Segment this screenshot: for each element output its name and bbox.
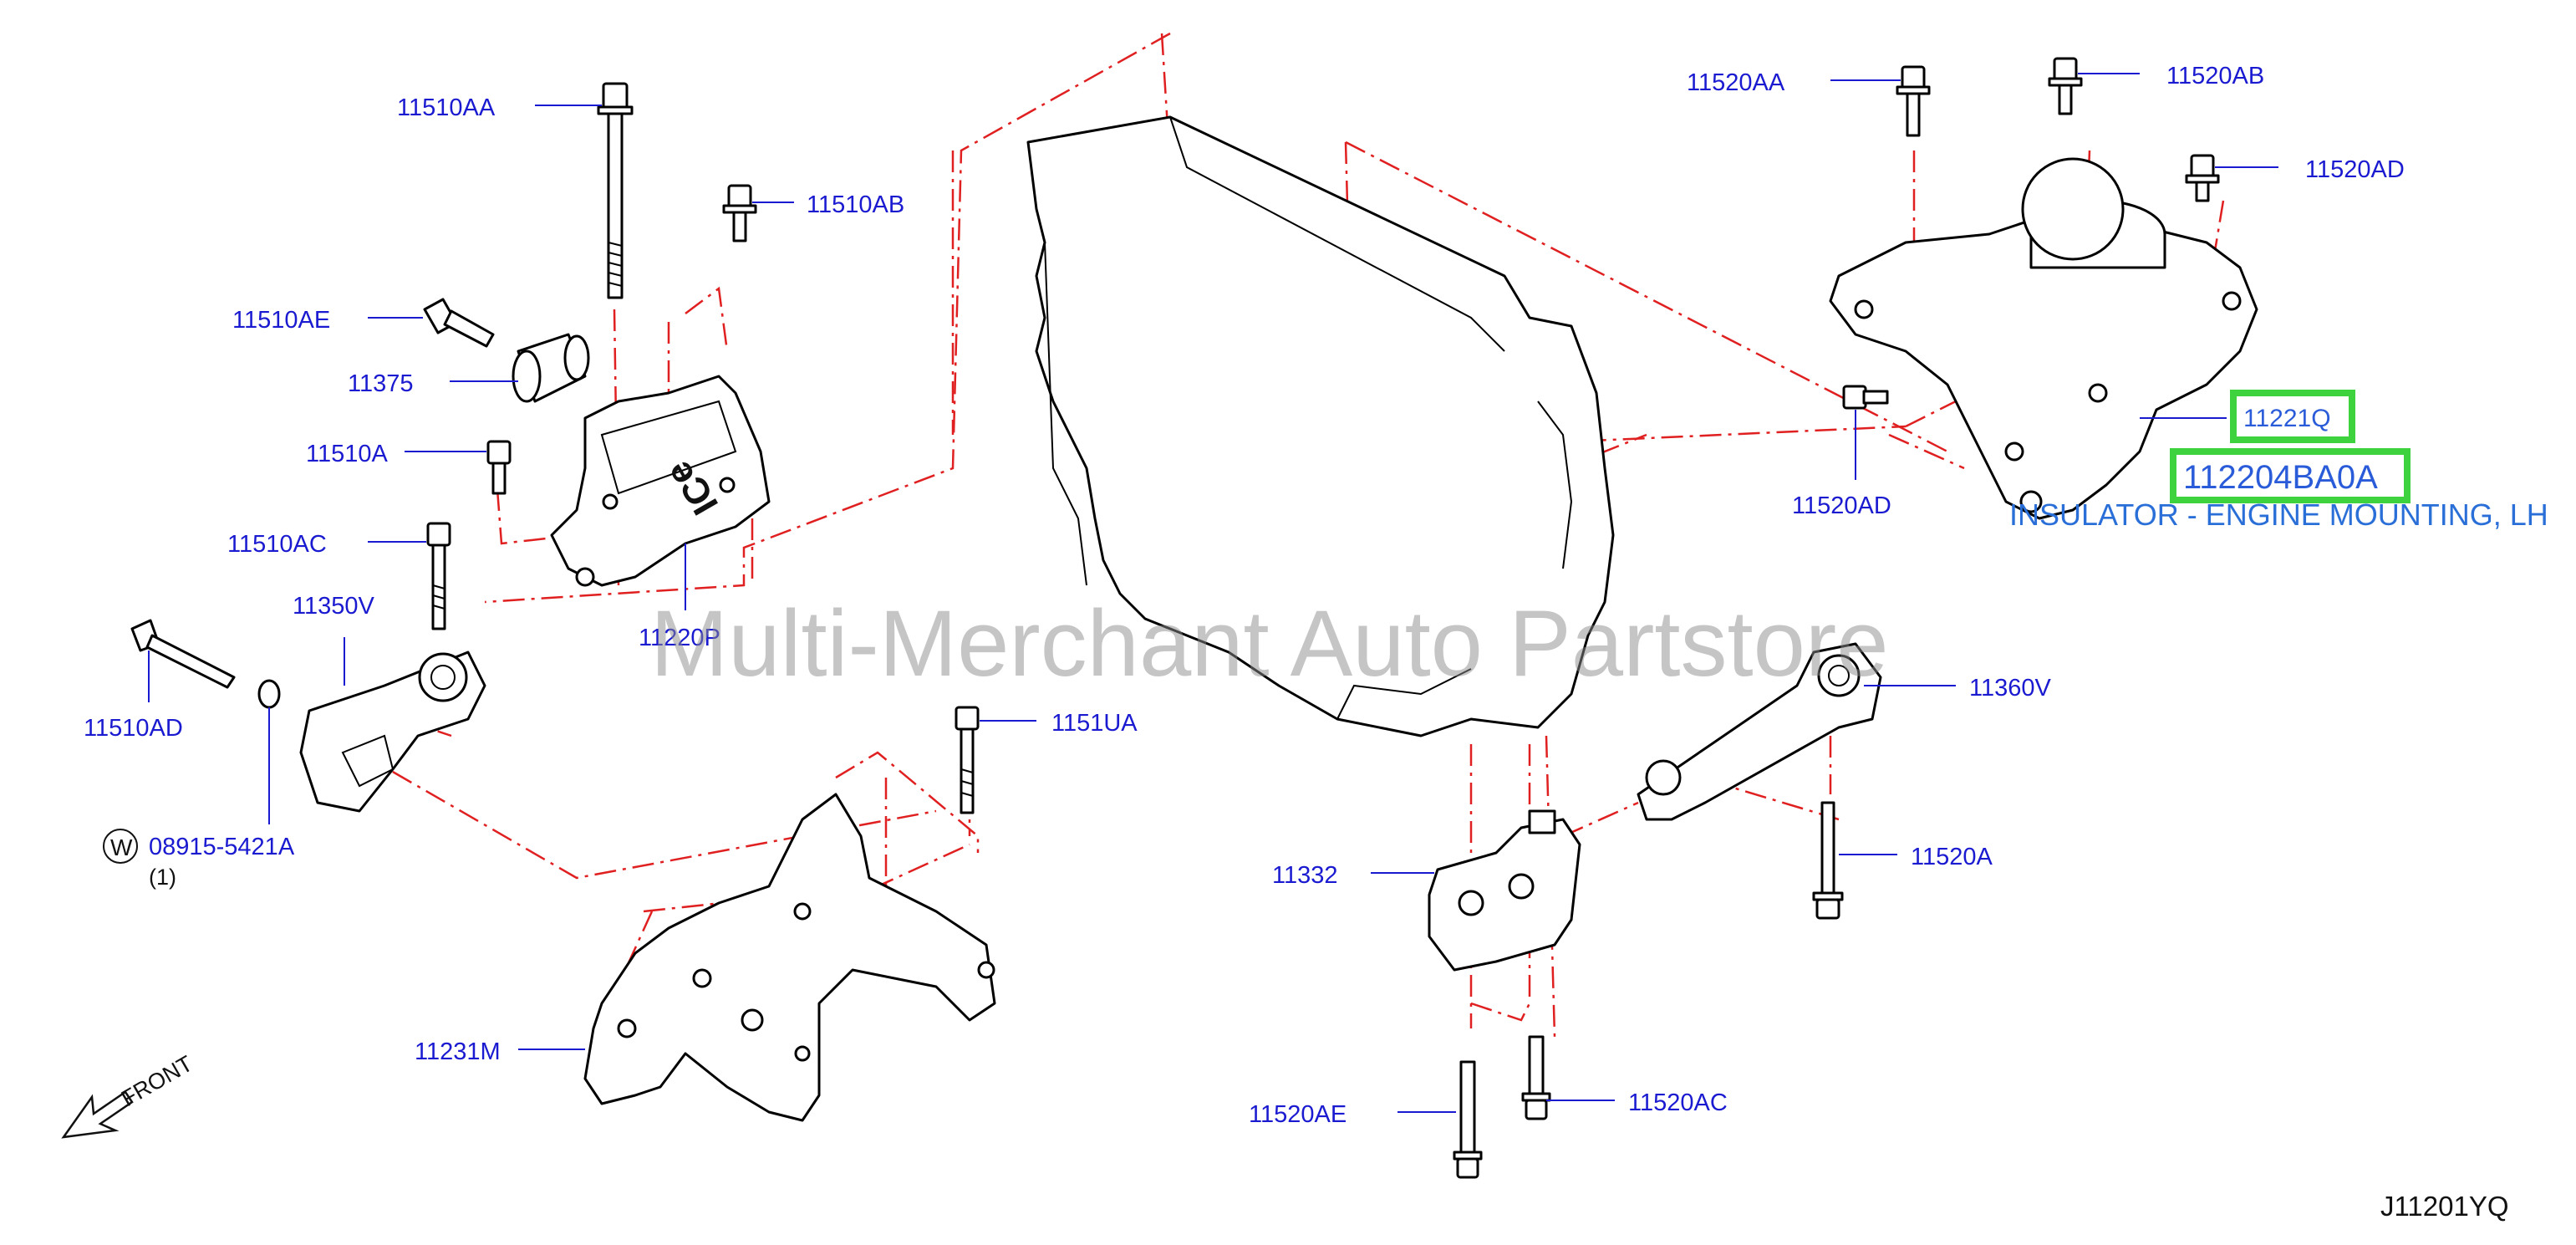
part-labels: 11510AA 11510AB 11510AE 11375 11510A 115… — [84, 63, 2405, 1128]
label-11332[interactable]: 11332 — [1272, 862, 1338, 889]
bolt-11520aa — [1896, 65, 1931, 137]
label-11520ad-left[interactable]: 11520AD — [1792, 492, 1891, 519]
washer-symbol: W — [110, 834, 133, 860]
label-11360v[interactable]: 11360V — [1969, 675, 2051, 702]
highlight-box-112204ba0a — [2170, 448, 2411, 503]
torque-rod-11360v — [1637, 642, 1882, 821]
mount-11350v — [299, 651, 486, 813]
label-11375[interactable]: 11375 — [348, 370, 414, 397]
bracket-11231m — [583, 793, 996, 1122]
label-11510ad[interactable]: 11510AD — [84, 715, 183, 742]
engine-mount-lh — [1829, 157, 2258, 520]
bolt-11520ae — [1453, 1060, 1483, 1179]
bolt-11520ac — [1521, 1035, 1551, 1120]
bolt-11520ad-top — [2185, 154, 2220, 202]
washer — [257, 679, 281, 709]
bolt-11510a — [486, 440, 512, 495]
bolt-11510aa — [597, 82, 634, 299]
label-11510aa[interactable]: 11510AA — [397, 94, 496, 121]
label-11510ab[interactable]: 11510AB — [807, 191, 904, 218]
label-11510ae[interactable]: 11510AE — [232, 307, 330, 334]
front-indicator: FRONT — [61, 1051, 197, 1139]
label-1151ua[interactable]: 1151UA — [1051, 710, 1138, 737]
bolt-11510ac — [426, 522, 451, 630]
highlighted-part: 11221Q 112204BA0A INSULATOR - ENGINE MOU… — [2009, 390, 2548, 532]
bolt-11520ab — [2048, 57, 2083, 115]
label-11520ad-top[interactable]: 11520AD — [2305, 156, 2405, 183]
damper-11375 — [512, 333, 590, 403]
bolt-11520a — [1812, 801, 1844, 920]
label-11520ab[interactable]: 11520AB — [2166, 63, 2264, 89]
label-11520a[interactable]: 11520A — [1911, 844, 1993, 870]
label-11221q[interactable]: 11221Q — [2243, 405, 2331, 432]
engine-block — [1026, 115, 1615, 737]
washer-symbol-circle — [103, 829, 138, 864]
bolt-11510ab — [722, 184, 757, 242]
label-11520aa[interactable]: 11520AA — [1687, 69, 1785, 96]
bolt-11510ae — [423, 298, 495, 348]
label-112204ba0a[interactable]: 112204BA0A — [2183, 459, 2378, 496]
bolt-11520ad-left — [1842, 385, 1889, 410]
label-11510ac[interactable]: 11510AC — [227, 531, 327, 558]
label-11220p[interactable]: 11220P — [639, 625, 720, 651]
label-11510a[interactable]: 11510A — [306, 441, 388, 467]
label-11350v[interactable]: 11350V — [293, 593, 374, 620]
washer-qty: (1) — [149, 865, 176, 890]
bracket-11220p: ǝƆƖ — [550, 375, 771, 587]
part-description: INSULATOR - ENGINE MOUNTING, LH — [2009, 497, 2548, 532]
mount-11332 — [1428, 809, 1581, 972]
front-arrow-icon — [61, 1090, 134, 1139]
diagram-code: J11201YQ — [2380, 1191, 2509, 1222]
label-11520ae[interactable]: 11520AE — [1249, 1101, 1347, 1128]
highlight-box-11221q — [2230, 390, 2355, 443]
front-label: FRONT — [117, 1051, 197, 1111]
watermark: Multi-Merchant Auto Partstore — [650, 591, 1888, 696]
label-11520ac[interactable]: 11520AC — [1628, 1089, 1728, 1116]
leader-lines — [148, 73, 2278, 1113]
bolt-1151ua — [955, 706, 980, 814]
washer-callout: W 08915-5421A (1) — [103, 829, 295, 890]
bolt-11510ad — [130, 619, 236, 689]
label-washer-part[interactable]: 08915-5421A — [149, 834, 295, 860]
label-11231m[interactable]: 11231M — [415, 1038, 501, 1065]
